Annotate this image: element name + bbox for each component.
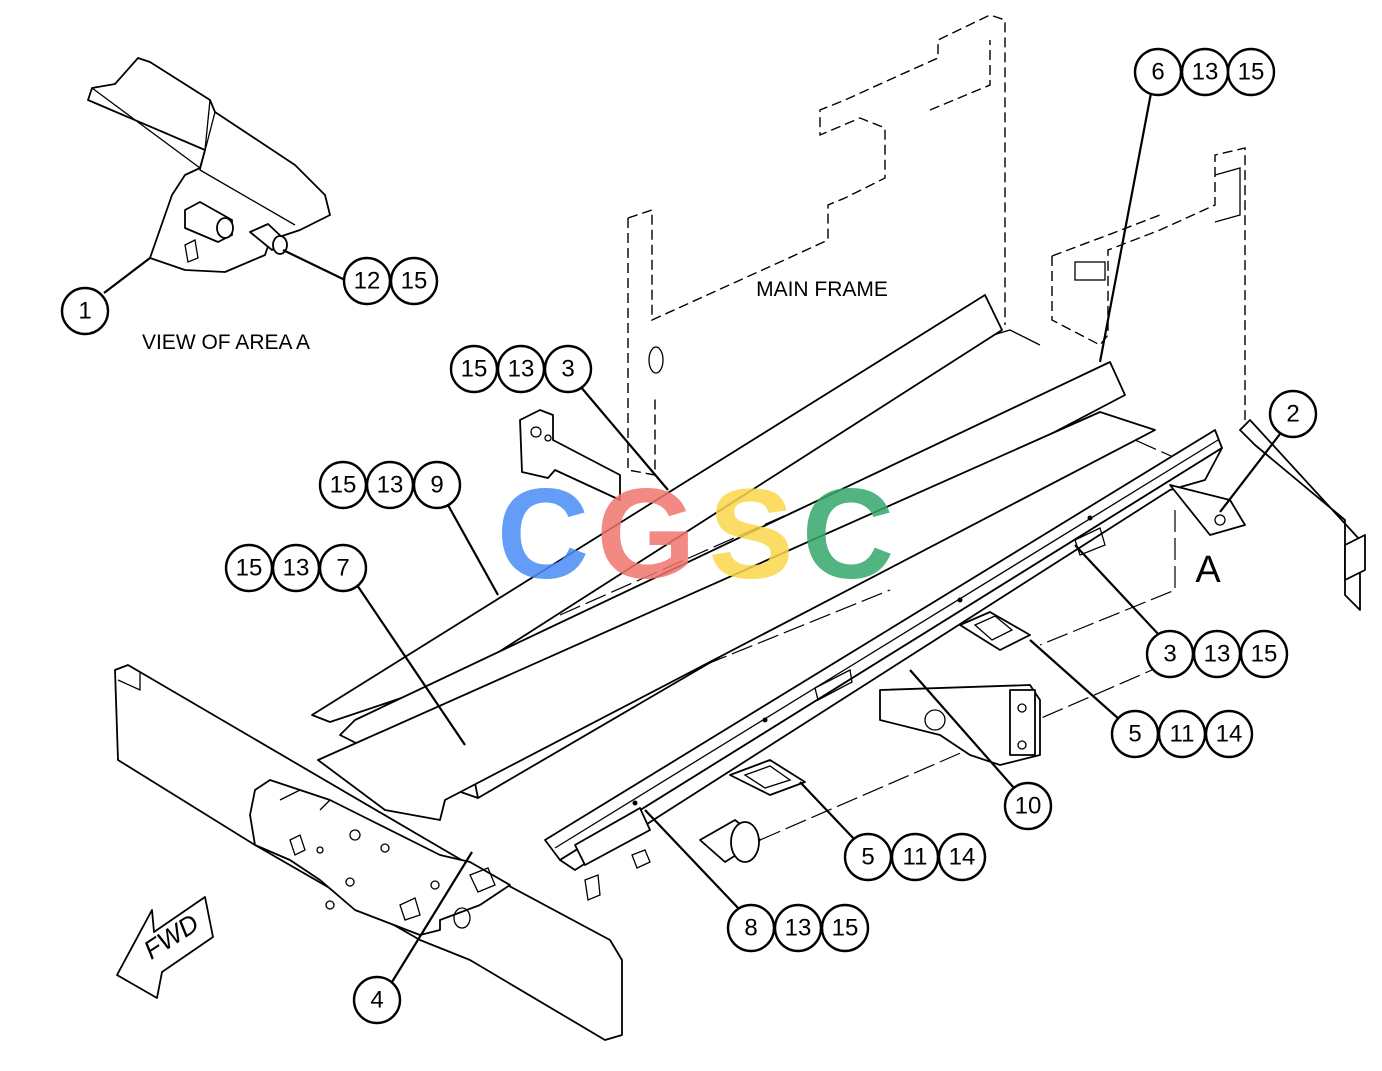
area-letter-label: A [1195,549,1221,591]
lower-rail [544,429,1246,871]
svg-text:13: 13 [1204,641,1231,668]
middle-plate-part-9 [317,411,1156,821]
svg-text:7: 7 [336,555,349,582]
callout-5-11-14-right: 5 11 14 [1110,709,1254,759]
svg-text:10: 10 [1015,793,1042,820]
svg-text:1: 1 [78,298,91,325]
svg-text:15: 15 [236,555,263,582]
svg-text:15: 15 [1251,641,1278,668]
svg-text:5: 5 [1128,721,1141,748]
callout-3-13-15-lower: 3 13 15 [1145,629,1289,679]
callout-6-13-15: 6 13 15 [1133,47,1276,97]
svg-text:5: 5 [861,844,874,871]
svg-text:12: 12 [354,268,381,295]
svg-text:14: 14 [1216,721,1243,748]
svg-text:6: 6 [1151,59,1164,86]
svg-text:13: 13 [508,356,535,383]
view-of-area-label: VIEW OF AREA A [142,331,310,354]
svg-text:13: 13 [377,472,404,499]
svg-text:11: 11 [1170,721,1195,748]
right-side-rail [1239,419,1366,611]
svg-text:15: 15 [832,915,859,942]
svg-text:3: 3 [1163,641,1176,668]
watermark-letter-c2: C [802,463,894,606]
callout-4: 4 [352,975,402,1025]
callout-15-13-3-upper: 15 13 3 [449,344,593,394]
svg-text:4: 4 [370,987,383,1014]
svg-text:15: 15 [330,472,357,499]
main-frame-plates [627,14,1246,476]
callouts: 1 12 15 6 13 15 15 13 3 15 [60,47,1318,1025]
callout-10: 10 [1003,781,1053,831]
svg-text:11: 11 [903,844,928,871]
svg-text:15: 15 [1238,59,1265,86]
watermark-letter-g: G [596,463,696,606]
fwd-arrow: FWD [116,896,214,999]
svg-text:15: 15 [461,356,488,383]
right-support-brackets [729,611,1041,796]
svg-text:8: 8 [744,915,757,942]
watermark-logo: C G S C [497,463,894,606]
svg-text:13: 13 [283,555,310,582]
svg-text:14: 14 [949,844,976,871]
round-pins [631,819,761,869]
callout-12-15: 12 15 [342,256,439,306]
svg-text:9: 9 [430,472,443,499]
detail-view-area-a [87,57,331,273]
callout-15-13-9: 15 13 9 [318,460,462,510]
callout-5-11-14-lower: 5 11 14 [843,832,987,882]
leader-lines [103,92,1281,983]
main-frame-label: MAIN FRAME [756,278,888,301]
left-upper-bracket [519,409,621,501]
callout-2: 2 [1268,389,1318,439]
svg-text:13: 13 [1192,59,1219,86]
callout-1: 1 [60,286,110,336]
watermark-letter-c1: C [497,463,589,606]
callout-8-13-15: 8 13 15 [726,903,870,953]
svg-text:15: 15 [401,268,428,295]
svg-text:13: 13 [785,915,812,942]
svg-text:2: 2 [1286,401,1299,428]
callout-15-13-7: 15 13 7 [224,543,368,593]
watermark-letter-s: S [708,463,793,606]
svg-text:3: 3 [561,356,574,383]
